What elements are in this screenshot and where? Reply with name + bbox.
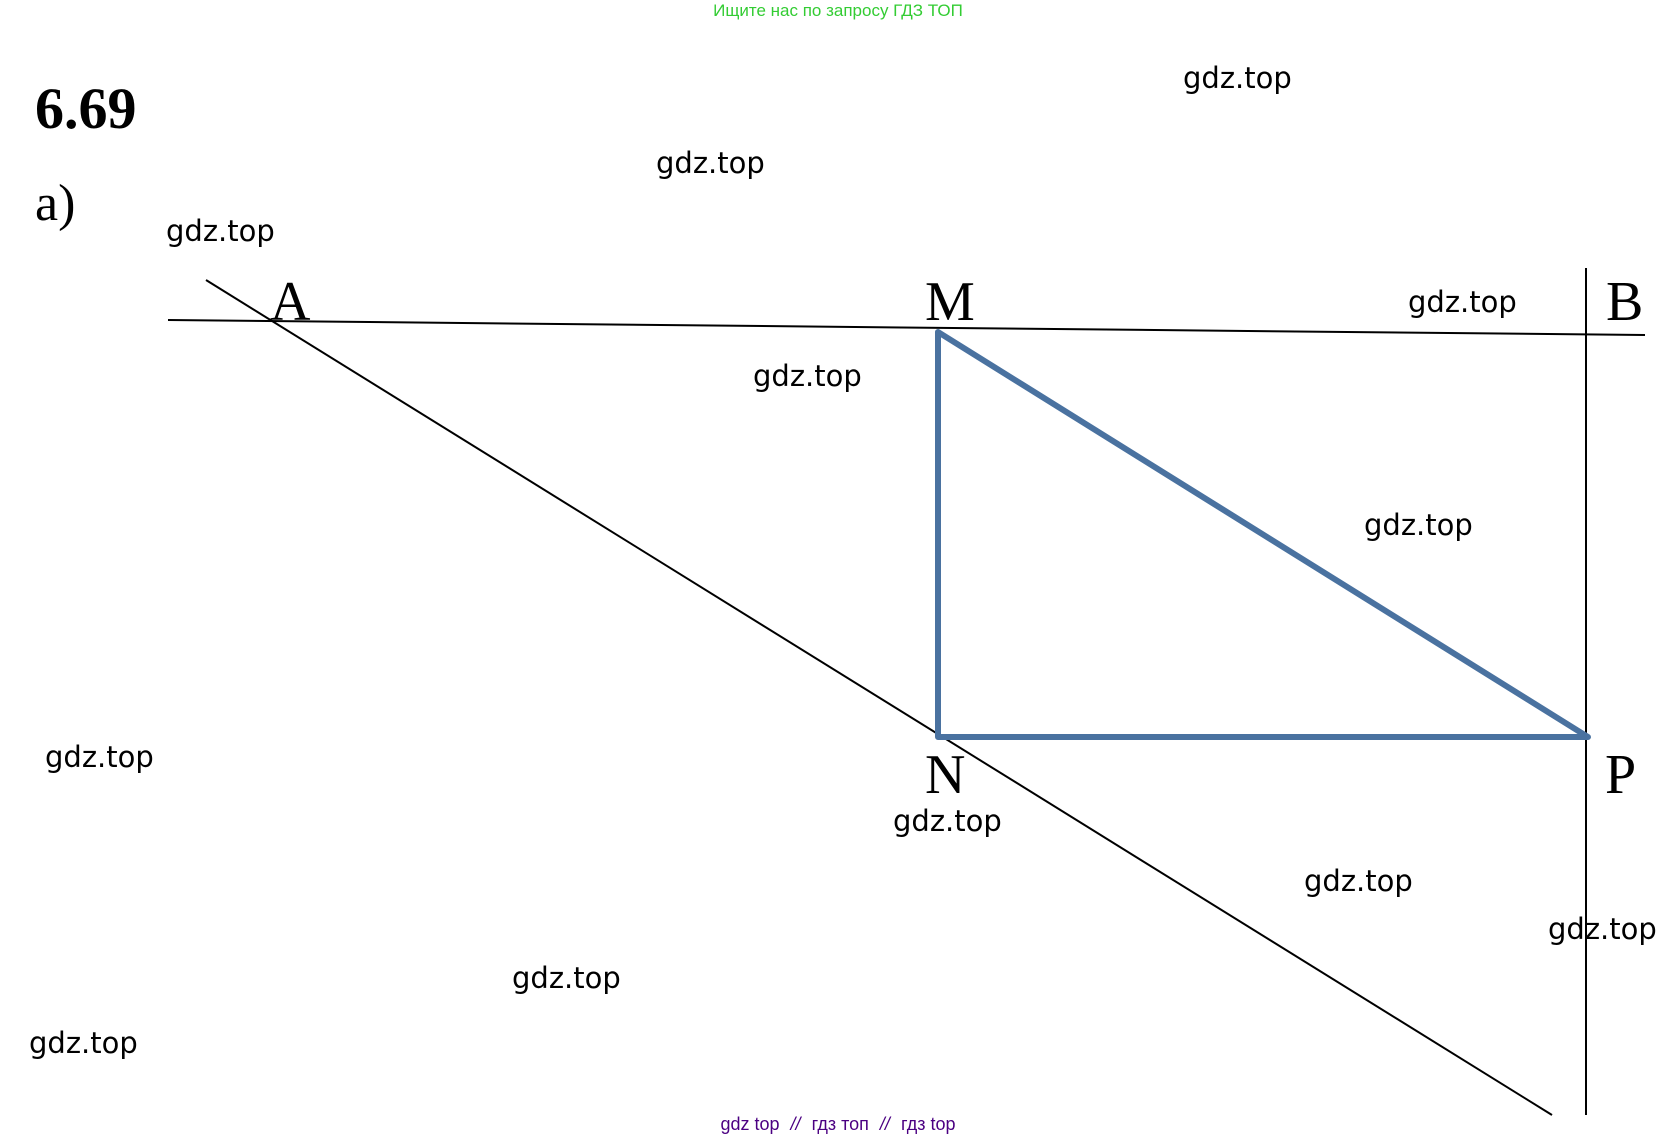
point-label-p: P (1605, 744, 1636, 806)
line-an (205, 279, 1553, 1116)
footer-links: gdz top // гдз топ // гдз top (0, 1114, 1676, 1135)
problem-number: 6.69 (35, 76, 137, 141)
watermark: gdz.top (753, 359, 862, 393)
watermark: gdz.top (1408, 285, 1517, 319)
line-ab (167, 319, 1646, 336)
watermark: gdz.top (45, 740, 154, 774)
watermark: gdz.top (512, 961, 621, 995)
watermark: gdz.top (656, 146, 765, 180)
footer-link-gdz-top-ru[interactable]: гдз топ (811, 1114, 869, 1134)
footer-separator: // (879, 1114, 890, 1134)
point-label-n: N (925, 744, 965, 806)
part-label: а) (35, 175, 76, 232)
top-banner: Ищите нас по запросу ГДЗ ТОП (713, 1, 963, 20)
watermark: gdz.top (1183, 61, 1292, 95)
point-label-m: M (925, 271, 975, 333)
watermark: gdz.top (893, 804, 1002, 838)
triangle-mnp (935, 329, 1591, 740)
watermark: gdz.top (166, 214, 275, 248)
footer-link-gdz-top-mixed[interactable]: гдз top (900, 1114, 956, 1134)
footer-separator: // (790, 1114, 801, 1134)
watermark: gdz.top (1304, 864, 1413, 898)
watermark: gdz.top (29, 1026, 138, 1060)
point-label-b: B (1606, 271, 1643, 333)
footer-link-gdz-top[interactable]: gdz top (720, 1114, 780, 1134)
watermark: gdz.top (1548, 912, 1657, 946)
point-label-a: A (270, 271, 311, 333)
watermark: gdz.top (1364, 508, 1473, 542)
